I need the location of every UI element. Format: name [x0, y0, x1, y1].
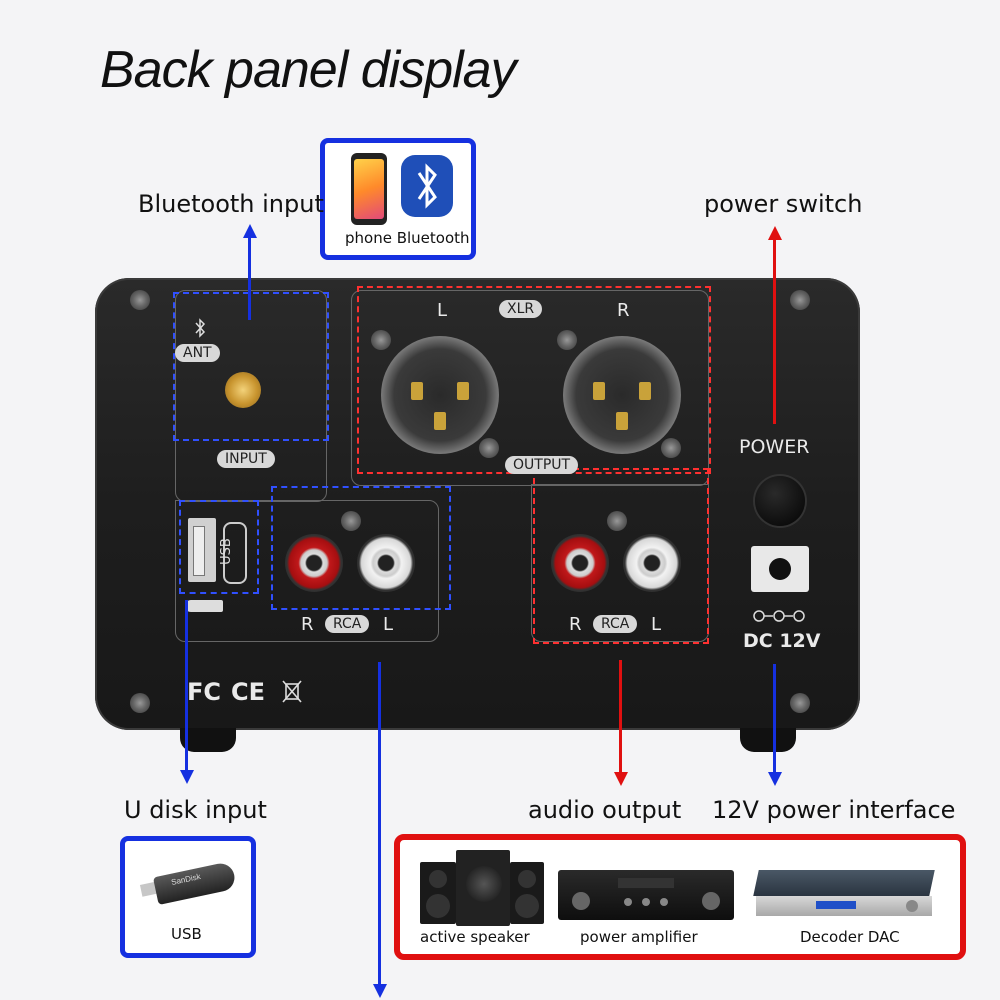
- xlr-left-label: L: [437, 300, 448, 321]
- audio-output-line: [619, 660, 622, 772]
- output-devices-box: active speaker power amplifier Decoder D…: [394, 834, 966, 960]
- screw: [790, 290, 810, 310]
- xlr-right-connector[interactable]: [563, 336, 681, 454]
- u-disk-input-label: U disk input: [124, 796, 267, 824]
- screw: [661, 438, 681, 458]
- usb-box: SanDisk USB: [120, 836, 256, 958]
- power-switch-arrow: [768, 226, 782, 240]
- rca-input-right-jack[interactable]: [285, 534, 343, 592]
- rca-output-left-jack[interactable]: [623, 534, 681, 592]
- output-xlr-outline: [351, 290, 709, 486]
- dc-jack[interactable]: [751, 546, 809, 592]
- screw: [479, 438, 499, 458]
- rca-input-l: L: [383, 614, 394, 635]
- rca-output-l: L: [651, 614, 662, 635]
- ant-dashed-region: [173, 292, 329, 441]
- bluetooth-arrow: [243, 224, 257, 238]
- rca-output-right-jack[interactable]: [551, 534, 609, 592]
- speaker-caption: active speaker: [420, 928, 530, 946]
- xlr-right-label: R: [617, 300, 630, 321]
- screw: [371, 330, 391, 350]
- screw: [790, 693, 810, 713]
- phone-icon: [351, 153, 387, 225]
- weee-bin-icon: [282, 680, 302, 703]
- power-switch-label: power switch: [704, 190, 863, 218]
- usb-caption: USB: [171, 925, 202, 943]
- rca-input-r: R: [301, 614, 314, 635]
- rca-output-label: RCA: [593, 615, 638, 633]
- xlr-left-connector[interactable]: [381, 336, 499, 454]
- ce-mark: CE: [231, 678, 266, 706]
- bluetooth-input-label: Bluetooth input: [138, 190, 324, 218]
- dc-line: [773, 664, 776, 772]
- screw: [130, 290, 150, 310]
- fcc-mark: FC: [187, 678, 222, 706]
- xlr-label: XLR: [499, 300, 543, 318]
- audio-output-label: audio output: [528, 796, 682, 824]
- bluetooth-icon: [401, 155, 453, 217]
- page-title: Back panel display: [100, 41, 517, 99]
- power-interface-label: 12V power interface: [712, 796, 956, 824]
- rca-input-line: [378, 662, 381, 984]
- usb-label-text: USB: [218, 538, 234, 565]
- rca-output-r: R: [569, 614, 582, 635]
- bluetooth-box: phone Bluetooth: [320, 138, 476, 260]
- bluetooth-small-icon: [195, 318, 206, 338]
- device-foot: [740, 728, 796, 752]
- polarity-icon: [753, 610, 805, 622]
- speaker-icon: [420, 850, 544, 926]
- power-switch-line: [773, 238, 776, 424]
- screw: [130, 693, 150, 713]
- rca-input-label: RCA: [325, 615, 370, 633]
- device-foot: [180, 728, 236, 752]
- usb-arrow: [180, 770, 194, 784]
- ant-label: ANT: [175, 344, 220, 362]
- usb-logo-icon: [185, 600, 223, 612]
- dac-caption: Decoder DAC: [800, 928, 900, 946]
- dac-icon: [753, 870, 935, 920]
- bluetooth-caption: phone Bluetooth: [345, 229, 470, 247]
- screw: [557, 330, 577, 350]
- device-back-panel: ANT INPUT USB R RCA L L XLR R OUTPUT R R…: [95, 278, 860, 730]
- screw: [341, 511, 361, 531]
- screw: [607, 511, 627, 531]
- power-label: POWER: [739, 436, 810, 458]
- antenna-connector: [225, 372, 261, 408]
- amplifier-icon: [558, 870, 734, 920]
- rca-input-dashed-region: [271, 486, 451, 610]
- input-rca-outline: [175, 500, 439, 642]
- rca-input-left-jack[interactable]: [357, 534, 415, 592]
- power-button[interactable]: [755, 476, 805, 526]
- rca-output-dashed-region: [533, 468, 709, 644]
- usb-port[interactable]: [188, 518, 216, 582]
- bluetooth-line: [248, 236, 251, 320]
- input-label: INPUT: [217, 450, 275, 468]
- dc-arrow: [768, 772, 782, 786]
- usb-label: USB: [219, 522, 247, 584]
- usb-dashed-region: [179, 500, 259, 594]
- usb-line: [185, 600, 188, 770]
- usb-flash-drive-icon: SanDisk: [139, 860, 238, 906]
- audio-output-arrow: [614, 772, 628, 786]
- amplifier-caption: power amplifier: [580, 928, 698, 946]
- output-label: OUTPUT: [505, 456, 579, 474]
- rca-input-arrow: [373, 984, 387, 998]
- dc-label: DC 12V: [743, 630, 821, 652]
